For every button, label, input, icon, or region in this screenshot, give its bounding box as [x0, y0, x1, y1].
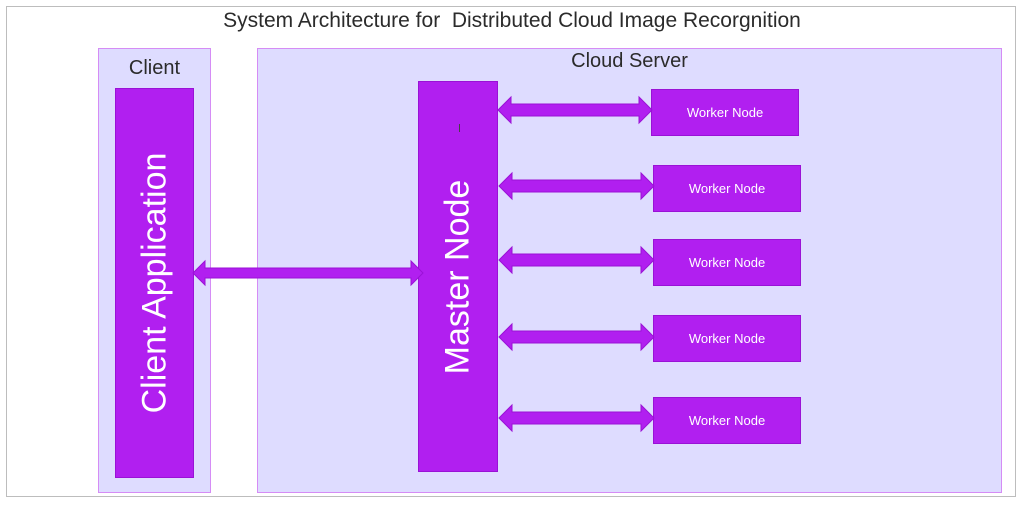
worker-node-1[interactable]: Worker Node: [651, 89, 799, 136]
client-application-node[interactable]: Client Application: [115, 88, 194, 478]
worker-node-5[interactable]: Worker Node: [653, 397, 801, 444]
cloud-server-group: Cloud Server: [257, 48, 1002, 493]
client-application-label: Client Application: [135, 152, 173, 414]
client-group: Client Client Application: [98, 48, 211, 493]
diagram-title: System Architecture for Distributed Clou…: [223, 9, 801, 32]
cloud-server-group-label: Cloud Server: [571, 50, 688, 72]
worker-node-2[interactable]: Worker Node: [653, 165, 801, 212]
master-node-label: Master Node: [438, 179, 477, 374]
worker-node-4[interactable]: Worker Node: [653, 315, 801, 362]
client-group-label: Client: [128, 57, 181, 79]
master-node-tick-mark: [459, 124, 460, 132]
worker-node-3[interactable]: Worker Node: [653, 239, 801, 286]
master-node[interactable]: Master Node: [418, 81, 498, 472]
